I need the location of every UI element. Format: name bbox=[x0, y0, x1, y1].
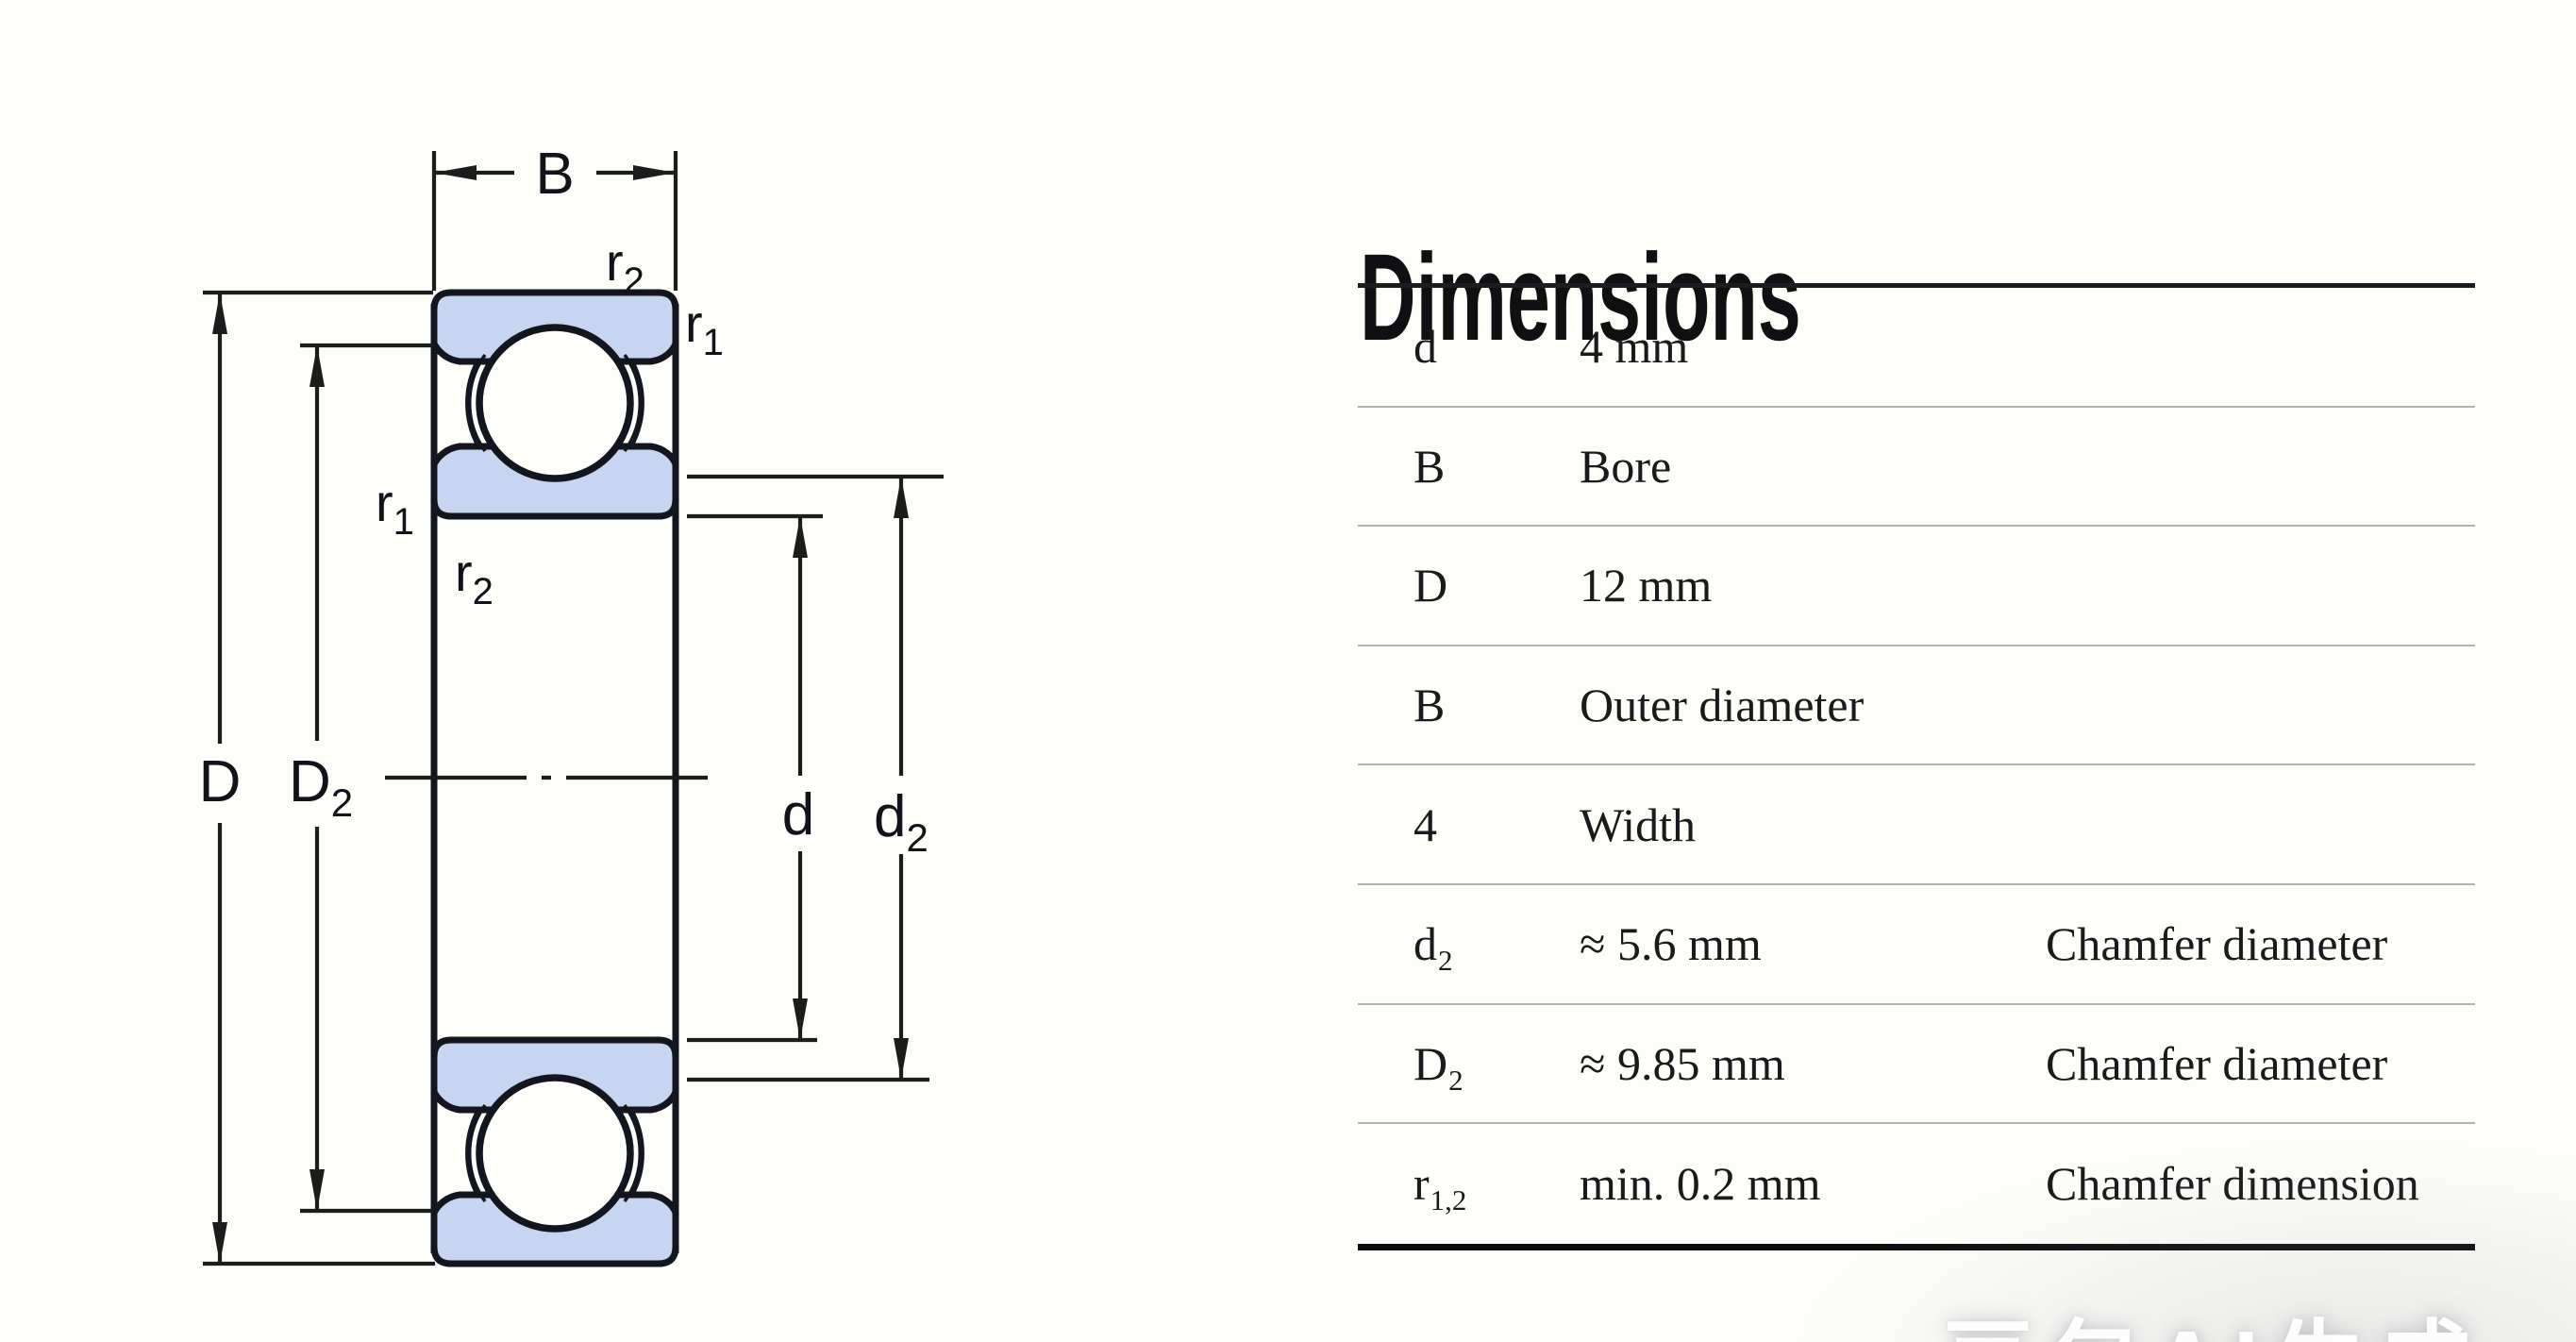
value-cell: 4 mm bbox=[1580, 320, 1689, 374]
description-cell: Chamfer diameter bbox=[2046, 917, 2388, 971]
symbol-cell: B bbox=[1413, 439, 1446, 493]
value-cell: ≈ 9.85 mm bbox=[1580, 1036, 1785, 1090]
description-cell: Chamfer dimension bbox=[2046, 1156, 2475, 1211]
symbol-cell: D2 bbox=[1413, 1036, 1464, 1097]
label-r2-top: r2 bbox=[606, 232, 644, 302]
label-r1-top: r1 bbox=[685, 294, 724, 363]
ball-top bbox=[476, 324, 634, 482]
value-cell: Outer diameter bbox=[1580, 679, 1865, 732]
value-cell: Width bbox=[1580, 797, 1696, 851]
symbol-cell: 4 bbox=[1413, 797, 1437, 851]
symbol-cell: D bbox=[1413, 559, 1448, 612]
value-cell: ≈ 5.6 mm bbox=[1580, 917, 1762, 971]
dimension-arrowheads bbox=[212, 165, 909, 1264]
table-row: d 4 mm bbox=[1358, 288, 2475, 408]
value-cell: min. 0.2 mm bbox=[1580, 1157, 1821, 1211]
ball-bottom bbox=[476, 1074, 634, 1233]
label-D2: D2 bbox=[289, 749, 353, 825]
label-r2-left: r2 bbox=[455, 543, 493, 612]
table-row: D2 ≈ 9.85 mm Chamfer diameter bbox=[1358, 1005, 2475, 1125]
diagram-labels: B r2 r1 r1 r2 D D2 d d2 bbox=[199, 142, 928, 860]
symbol-cell: d bbox=[1413, 320, 1437, 374]
label-d2: d2 bbox=[874, 784, 928, 860]
label-r1-left: r1 bbox=[376, 473, 414, 543]
table-row: D 12 mm bbox=[1358, 527, 2475, 646]
label-d: d bbox=[782, 782, 814, 847]
ai-watermark: 豆包AI生成 bbox=[1942, 1289, 2484, 1342]
label-D: D bbox=[199, 749, 242, 814]
table-row: B Bore bbox=[1358, 408, 2475, 528]
symbol-cell: d2 bbox=[1413, 917, 1453, 978]
symbol-cell: B bbox=[1413, 679, 1446, 732]
label-B: B bbox=[535, 142, 574, 207]
corner-shade bbox=[1802, 1144, 2576, 1342]
dimensions-table: d 4 mm B Bore D 12 mm B Outer diameter 4… bbox=[1358, 283, 2475, 1250]
table-row: 4 Width bbox=[1358, 765, 2475, 885]
table-row: B Outer diameter bbox=[1358, 646, 2475, 766]
description-cell: Chamfer diameter bbox=[2046, 1036, 2388, 1090]
table-row: d2 ≈ 5.6 mm Chamfer diameter bbox=[1358, 885, 2475, 1005]
bearing-cross-section-diagram: B r2 r1 r1 r2 D D2 d d2 bbox=[199, 142, 944, 1267]
page-title: Dimensions bbox=[1360, 226, 1801, 366]
table-row: r1,2 min. 0.2 mm Chamfer dimension bbox=[1358, 1124, 2475, 1244]
cage-arcs bbox=[465, 353, 644, 1203]
value-cell: Bore bbox=[1580, 439, 1672, 493]
value-cell: 12 mm bbox=[1580, 559, 1713, 612]
symbol-cell: r1,2 bbox=[1413, 1157, 1467, 1217]
